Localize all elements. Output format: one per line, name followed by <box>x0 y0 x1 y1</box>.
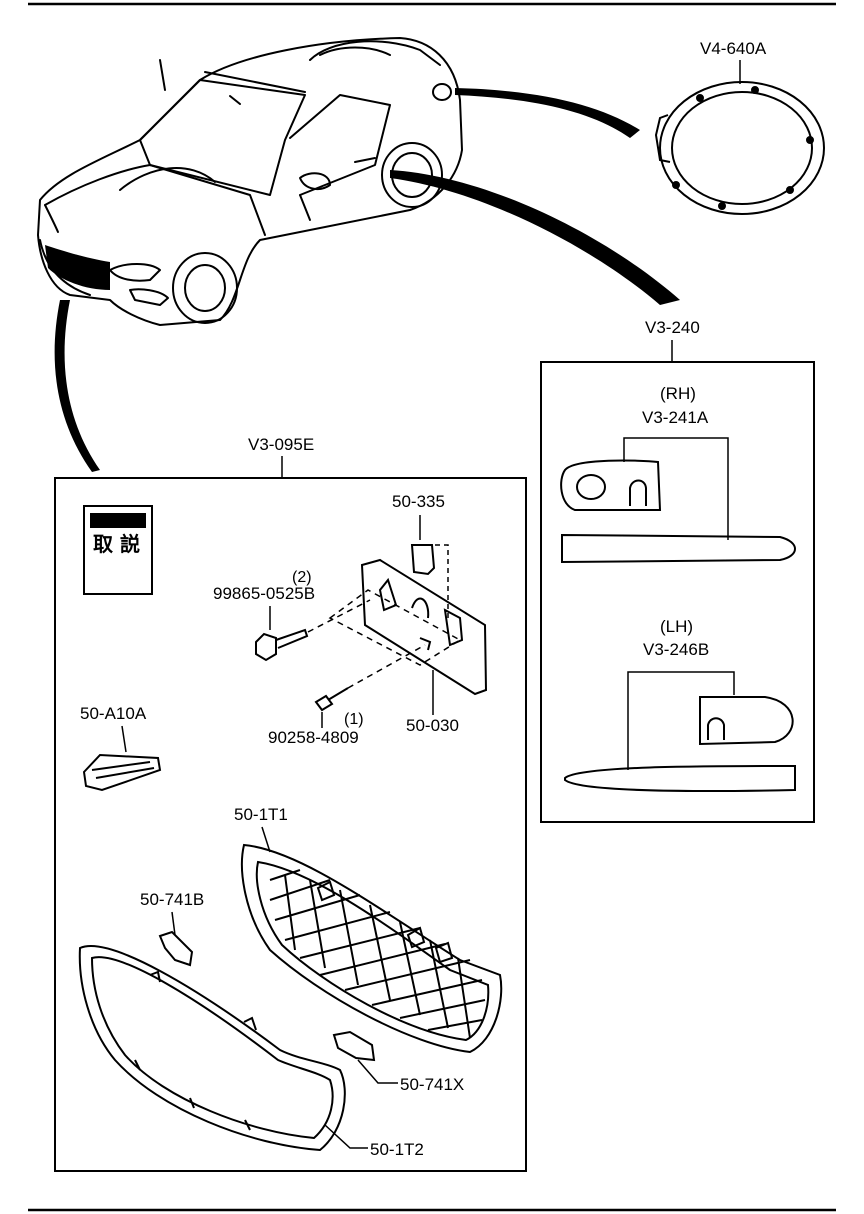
label-fuel-lid-ring: V4-640A <box>700 39 767 58</box>
bolt-part <box>255 628 309 662</box>
bracket-dashed-outline <box>328 589 462 666</box>
label-plate-bracket: 50-030 <box>406 716 459 735</box>
leader-grille-upper <box>261 826 271 853</box>
leader-bracket-741x <box>357 1059 398 1084</box>
label-lh-part: V3-246B <box>643 640 709 659</box>
car-grille-highlight <box>45 245 110 290</box>
label-bolt-part: 99865-0525B <box>213 584 315 603</box>
leader-grille-lower <box>324 1124 368 1149</box>
side-ornament-box <box>540 361 815 823</box>
label-rh-side: (RH) <box>660 384 696 403</box>
leader-swoosh-fuel <box>455 88 640 138</box>
bracket-741b-part <box>158 930 194 967</box>
leader-swoosh-grille <box>54 300 100 472</box>
ornament-lh-part <box>564 696 796 792</box>
label-bolt-qty: (2) <box>292 569 312 586</box>
label-screw-part: 90258-4809 <box>268 728 359 747</box>
leader-lh-part <box>627 671 735 770</box>
label-side-ornament-set: V3-240 <box>645 318 700 337</box>
clip-335-dash <box>435 544 449 620</box>
license-plate-bracket <box>360 558 488 696</box>
fuel-lid-ring-part <box>654 81 825 215</box>
owners-manual-icon <box>83 505 153 595</box>
leader-rh-part <box>623 437 729 540</box>
label-grille-upper: 50-1T1 <box>234 805 288 824</box>
leader-swoosh-door <box>390 170 680 305</box>
bracket-741x-part <box>332 1030 376 1062</box>
ornament-rh-part <box>560 459 796 564</box>
front-group-box <box>54 477 527 1172</box>
label-fastener-a10a: 50-A10A <box>80 704 147 723</box>
fastener-a10a-part <box>82 753 162 792</box>
label-lh-side: (LH) <box>660 617 693 636</box>
upper-grille-part <box>241 843 503 1054</box>
label-rh-part: V3-241A <box>642 408 709 427</box>
lower-grille-frame-part <box>78 945 346 1152</box>
label-grille-lower: 50-1T2 <box>370 1140 424 1159</box>
label-front-group: V3-095E <box>248 435 314 454</box>
screw-part <box>314 687 349 712</box>
label-clip-335: 50-335 <box>392 492 445 511</box>
leader-fastener-a10a <box>121 725 127 753</box>
label-bracket-741b: 50-741B <box>140 890 204 909</box>
label-bracket-741x: 50-741X <box>400 1075 464 1094</box>
leader-bracket-741b <box>171 911 176 936</box>
screw-dash <box>347 644 426 689</box>
label-screw-qty: (1) <box>344 711 364 728</box>
bolt-dash <box>307 599 371 633</box>
manual-kanji-label: 取 説 <box>93 532 140 556</box>
clip-335-part <box>410 544 436 576</box>
